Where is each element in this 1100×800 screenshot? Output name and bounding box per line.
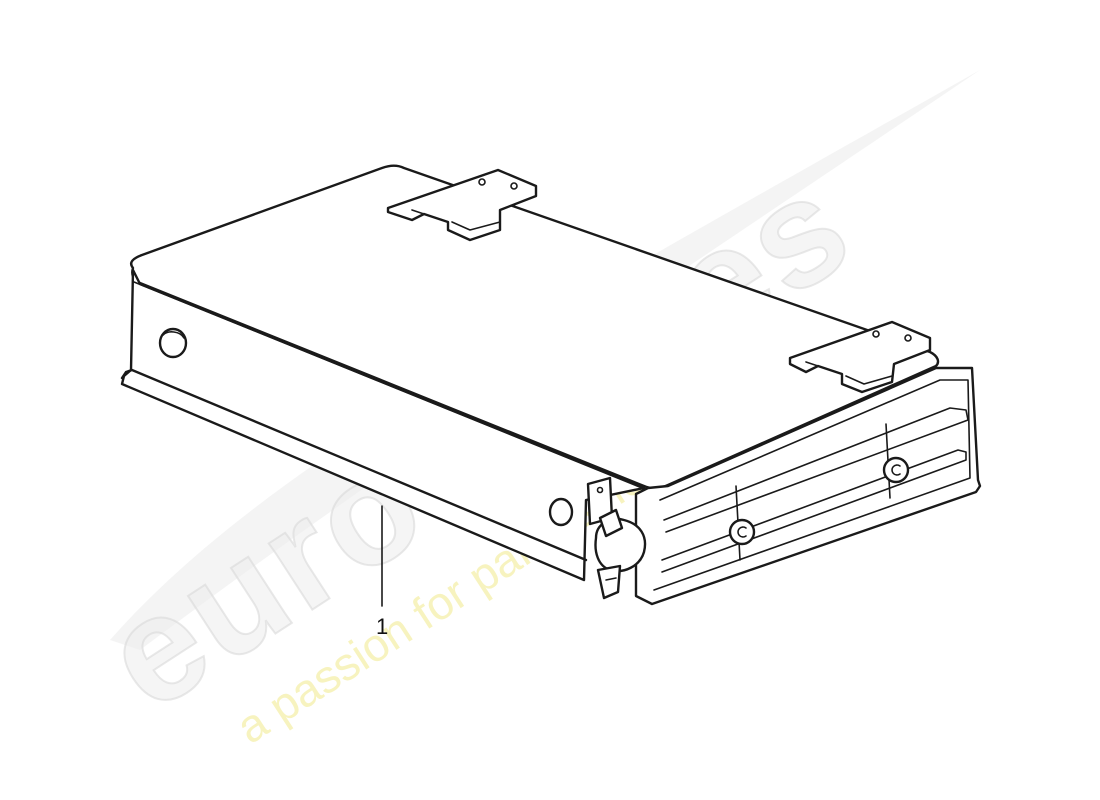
mounting-bracket-front [788,320,932,394]
front-screw-left [728,518,756,546]
callout-label: 1 [376,614,388,639]
callout-part-1: 1 [376,505,388,639]
front-end-rim [653,379,971,591]
box-front-end [634,366,982,606]
front-screw-right [882,456,910,484]
mounting-bracket-rear [386,168,538,242]
side-plug-upper [158,327,188,359]
front-rail-upper [663,407,969,533]
front-rail-lower [661,449,967,573]
connector-clip [586,476,647,600]
control-unit-drawing [120,164,982,606]
box-side-crease [133,281,643,489]
box-base-flange [120,368,588,562]
side-plug-lower [548,497,574,527]
